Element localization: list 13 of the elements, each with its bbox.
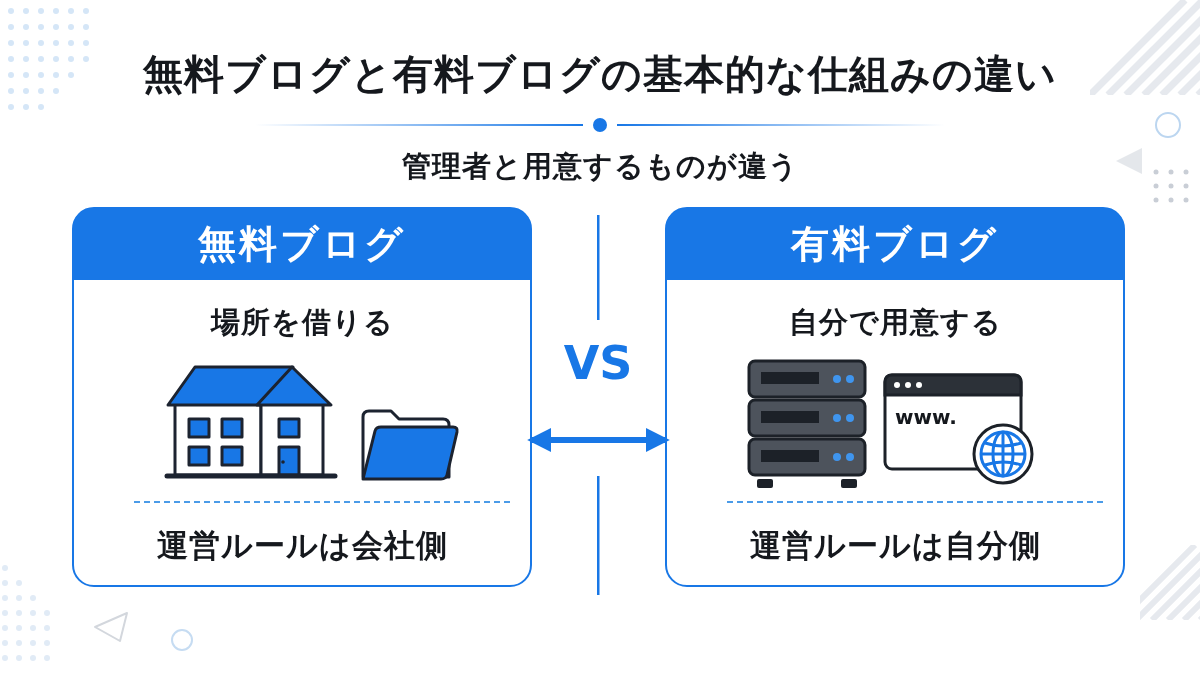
- card-footer-text: 運営ルールは自分側: [749, 526, 1041, 565]
- vs-label: VS: [563, 335, 633, 391]
- subtitle: 管理者と用意するものが違う: [401, 148, 799, 185]
- card-heading: 無料ブログ: [73, 208, 531, 280]
- card-footer-text: 運営ルールは会社側: [156, 526, 448, 565]
- card-subheading: 場所を借りる: [210, 304, 394, 341]
- card-subheading: 自分で用意する: [788, 304, 1002, 341]
- page-title: 無料ブログと有料ブログの基本的な仕組みの違い: [143, 50, 1057, 99]
- double-arrow: [527, 428, 670, 452]
- comparison-card: [72, 207, 532, 587]
- comparison-card: [665, 207, 1125, 587]
- card-heading: 有料ブログ: [666, 208, 1124, 280]
- url-text: www.: [895, 404, 957, 430]
